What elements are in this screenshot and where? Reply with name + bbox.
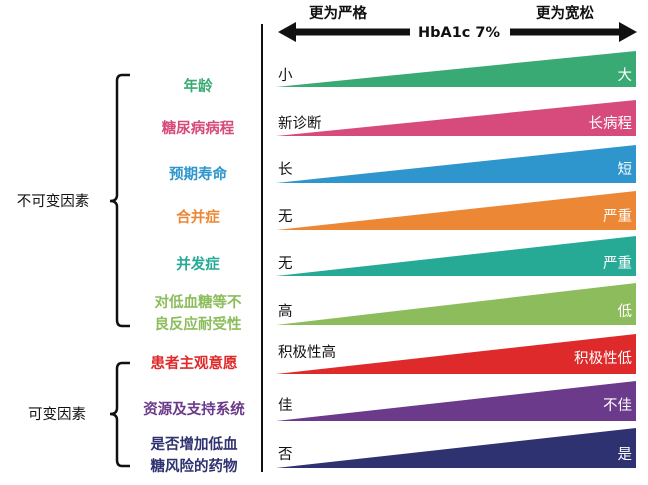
- factor-row-duration: 糖尿病病程 新诊断 长病程: [162, 100, 636, 137]
- factor-row-patient-willingness: 患者主观意愿 积极性高 积极性低: [151, 334, 636, 374]
- left-value-life-expectancy: 长: [278, 161, 293, 178]
- right-value-duration: 长病程: [589, 115, 633, 132]
- right-value-life-expectancy: 短: [618, 161, 633, 178]
- wedge-hypoglycemia-drugs: [276, 428, 636, 468]
- right-value-patient-willingness: 积极性低: [574, 350, 632, 367]
- left-value-resources-support: 佳: [278, 397, 293, 414]
- header-center-title: HbA1c 7%: [418, 25, 501, 41]
- factor-label-age: 年龄: [184, 77, 213, 95]
- wedge-patient-willingness: [276, 334, 636, 374]
- left-value-age: 小: [278, 67, 293, 84]
- factor-row-age: 年龄 小 大: [184, 51, 636, 95]
- factor-row-life-expectancy: 预期寿命 长 短: [169, 145, 636, 183]
- brace-immutable-path: [109, 73, 130, 328]
- header-left-label: 更为严格: [309, 4, 367, 22]
- factor-label-hypoglycemia-drugs-line2: 糖风险的药物: [151, 457, 238, 475]
- wedge-duration: [276, 100, 636, 136]
- factor-label-hypoglycemia-drugs-line1: 是否增加低血: [150, 435, 238, 453]
- factor-label-complications: 并发症: [176, 255, 220, 273]
- group-label-immutable: 不可变因素: [17, 193, 90, 210]
- group-label-mutable: 可变因素: [28, 406, 86, 423]
- left-value-hypoglycemia-drugs: 否: [278, 447, 293, 463]
- factor-row-hypoglycemia-tolerance: 对低血糖等不 良反应耐受性 高 低: [155, 283, 636, 333]
- right-arrow-head: [619, 22, 637, 42]
- header-right-label: 更为宽松: [536, 4, 594, 22]
- factor-label-resources-support: 资源及支持系统: [143, 400, 245, 418]
- group-brace-mutable: 可变因素: [28, 361, 130, 468]
- left-value-duration: 新诊断: [278, 115, 322, 132]
- brace-mutable-path: [109, 361, 130, 468]
- wedge-age: [276, 51, 636, 87]
- factor-row-resources-support: 资源及支持系统 佳 不佳: [143, 381, 636, 421]
- factor-label-duration: 糖尿病病程: [162, 119, 235, 137]
- factor-label-hypoglycemia-tolerance-line2: 良反应耐受性: [155, 315, 242, 333]
- left-value-hypoglycemia-tolerance: 高: [278, 303, 293, 320]
- wedge-comorbidity: [276, 191, 636, 230]
- right-value-hypoglycemia-tolerance: 低: [618, 303, 633, 320]
- factor-label-comorbidity: 合并症: [175, 208, 220, 226]
- factor-label-patient-willingness: 患者主观意愿: [151, 354, 238, 372]
- wedge-hypoglycemia-tolerance: [276, 283, 636, 325]
- right-value-hypoglycemia-drugs: 是: [618, 447, 633, 463]
- header: 更为严格 HbA1c 7% 更为宽松: [278, 4, 637, 44]
- right-value-comorbidity: 严重: [603, 208, 632, 225]
- wedge-life-expectancy: [276, 145, 636, 183]
- factor-label-life-expectancy: 预期寿命: [169, 165, 227, 183]
- wedge-complications: [276, 236, 636, 276]
- left-arrow-head: [278, 22, 296, 42]
- left-value-complications: 无: [278, 256, 293, 272]
- group-brace-immutable: 不可变因素: [17, 73, 130, 328]
- factor-row-comorbidity: 合并症 无 严重: [175, 191, 636, 230]
- factor-label-hypoglycemia-tolerance-line1: 对低血糖等不: [155, 293, 242, 311]
- center-title-bg: [410, 20, 510, 44]
- factor-row-hypoglycemia-drugs: 是否增加低血 糖风险的药物 否 是: [150, 428, 636, 475]
- factor-row-complications: 并发症 无 严重: [176, 236, 636, 276]
- left-value-patient-willingness: 积极性高: [278, 344, 336, 361]
- right-value-resources-support: 不佳: [603, 397, 632, 414]
- right-value-complications: 严重: [603, 255, 632, 272]
- right-value-age: 大: [618, 67, 633, 84]
- left-value-comorbidity: 无: [278, 209, 293, 225]
- wedge-resources-support: [276, 381, 636, 421]
